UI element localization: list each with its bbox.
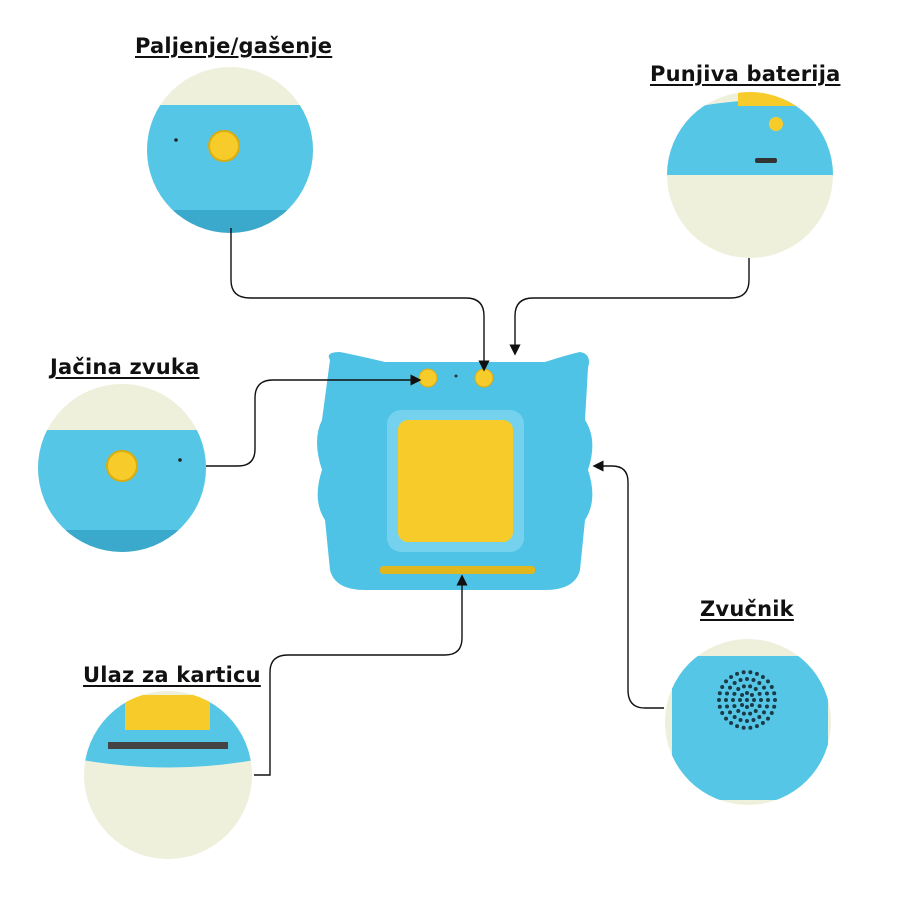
detail-volume [38, 384, 206, 552]
speaker-hole [725, 704, 730, 709]
connector-speaker [592, 460, 664, 709]
speaker-hole [757, 704, 762, 709]
speaker-hole [728, 685, 733, 690]
label-card-slot: Ulaz za karticu [83, 663, 261, 687]
speaker-hole [736, 708, 741, 713]
speaker-hole [772, 691, 777, 696]
speaker-hole [717, 704, 722, 709]
speaker-hole [732, 704, 737, 709]
speaker-hole [725, 691, 730, 696]
speaker-hole [740, 693, 745, 698]
speaker-hole [745, 691, 749, 695]
speaker-hole [765, 716, 770, 721]
speaker-hole [757, 691, 762, 696]
speaker-hole [760, 721, 765, 726]
speaker-hole [717, 698, 721, 702]
speaker-hole [717, 691, 722, 696]
speaker-hole [732, 714, 737, 719]
speaker-hole [748, 711, 753, 716]
detail-battery [667, 92, 833, 258]
speaker-hole [745, 698, 749, 702]
speaker-hole [741, 684, 746, 689]
speaker-hole [745, 705, 749, 709]
speaker-hole [773, 698, 777, 702]
speaker-hole [724, 716, 729, 721]
speaker-hole [764, 704, 769, 709]
speaker-hole [760, 674, 765, 679]
speaker-hole [757, 714, 762, 719]
label-volume: Jačina zvuka [50, 355, 200, 379]
screen [398, 420, 513, 542]
speaker-hole [738, 698, 742, 702]
label-speaker: Zvučnik [700, 597, 794, 621]
detail-speaker [665, 639, 831, 805]
speaker-hole [769, 684, 774, 689]
speaker-hole [738, 678, 743, 683]
speaker-hole [765, 679, 770, 684]
connector-power [230, 228, 490, 372]
speaker-hole [724, 679, 729, 684]
speaker-hole [766, 698, 770, 702]
speaker-hole [728, 710, 733, 715]
speaker-hole [749, 702, 754, 707]
detail-card-slot [84, 691, 252, 859]
speaker-hole [745, 719, 749, 723]
card-slot [380, 566, 535, 574]
detail-power [147, 67, 313, 233]
connector-card-slot [254, 574, 468, 776]
speaker-hole [732, 681, 737, 686]
label-power: Paljenje/gašenje [135, 34, 333, 58]
speaker-hole [740, 702, 745, 707]
speaker-hole [738, 717, 743, 722]
speaker-hole [729, 674, 734, 679]
mic-hole [454, 374, 458, 378]
speaker-hole [735, 724, 740, 729]
speaker-hole [729, 721, 734, 726]
speaker-hole [732, 691, 737, 696]
speaker-hole [759, 698, 763, 702]
speaker-hole [757, 681, 762, 686]
speaker-hole [736, 687, 741, 692]
speaker-hole [748, 725, 753, 730]
speaker-hole [761, 685, 766, 690]
speaker-hole [754, 724, 759, 729]
volume-button [418, 368, 438, 388]
speaker-hole [741, 670, 746, 675]
speaker-hole [741, 725, 746, 730]
speaker-hole [731, 698, 735, 702]
speaker-hole [751, 717, 756, 722]
speaker-hole [753, 687, 758, 692]
speaker-hole [720, 684, 725, 689]
speaker-hole [754, 671, 759, 676]
speaker-hole [764, 691, 769, 696]
speaker-hole [752, 698, 756, 702]
speaker-hole [769, 711, 774, 716]
label-battery: Punjiva baterija [650, 62, 841, 86]
speaker-hole [748, 684, 753, 689]
speaker-hole [741, 711, 746, 716]
speaker-hole [772, 704, 777, 709]
speaker-hole [745, 677, 749, 681]
speaker-hole [749, 693, 754, 698]
speaker-hole [735, 671, 740, 676]
speaker-hole [761, 710, 766, 715]
speaker-hole [724, 698, 728, 702]
speaker-hole [753, 708, 758, 713]
connector-battery [509, 258, 750, 356]
speaker-hole [751, 678, 756, 683]
speaker-hole [720, 711, 725, 716]
connector-volume [206, 374, 422, 467]
power-button [474, 368, 494, 388]
speaker-hole [748, 670, 753, 675]
device-main [317, 352, 593, 590]
